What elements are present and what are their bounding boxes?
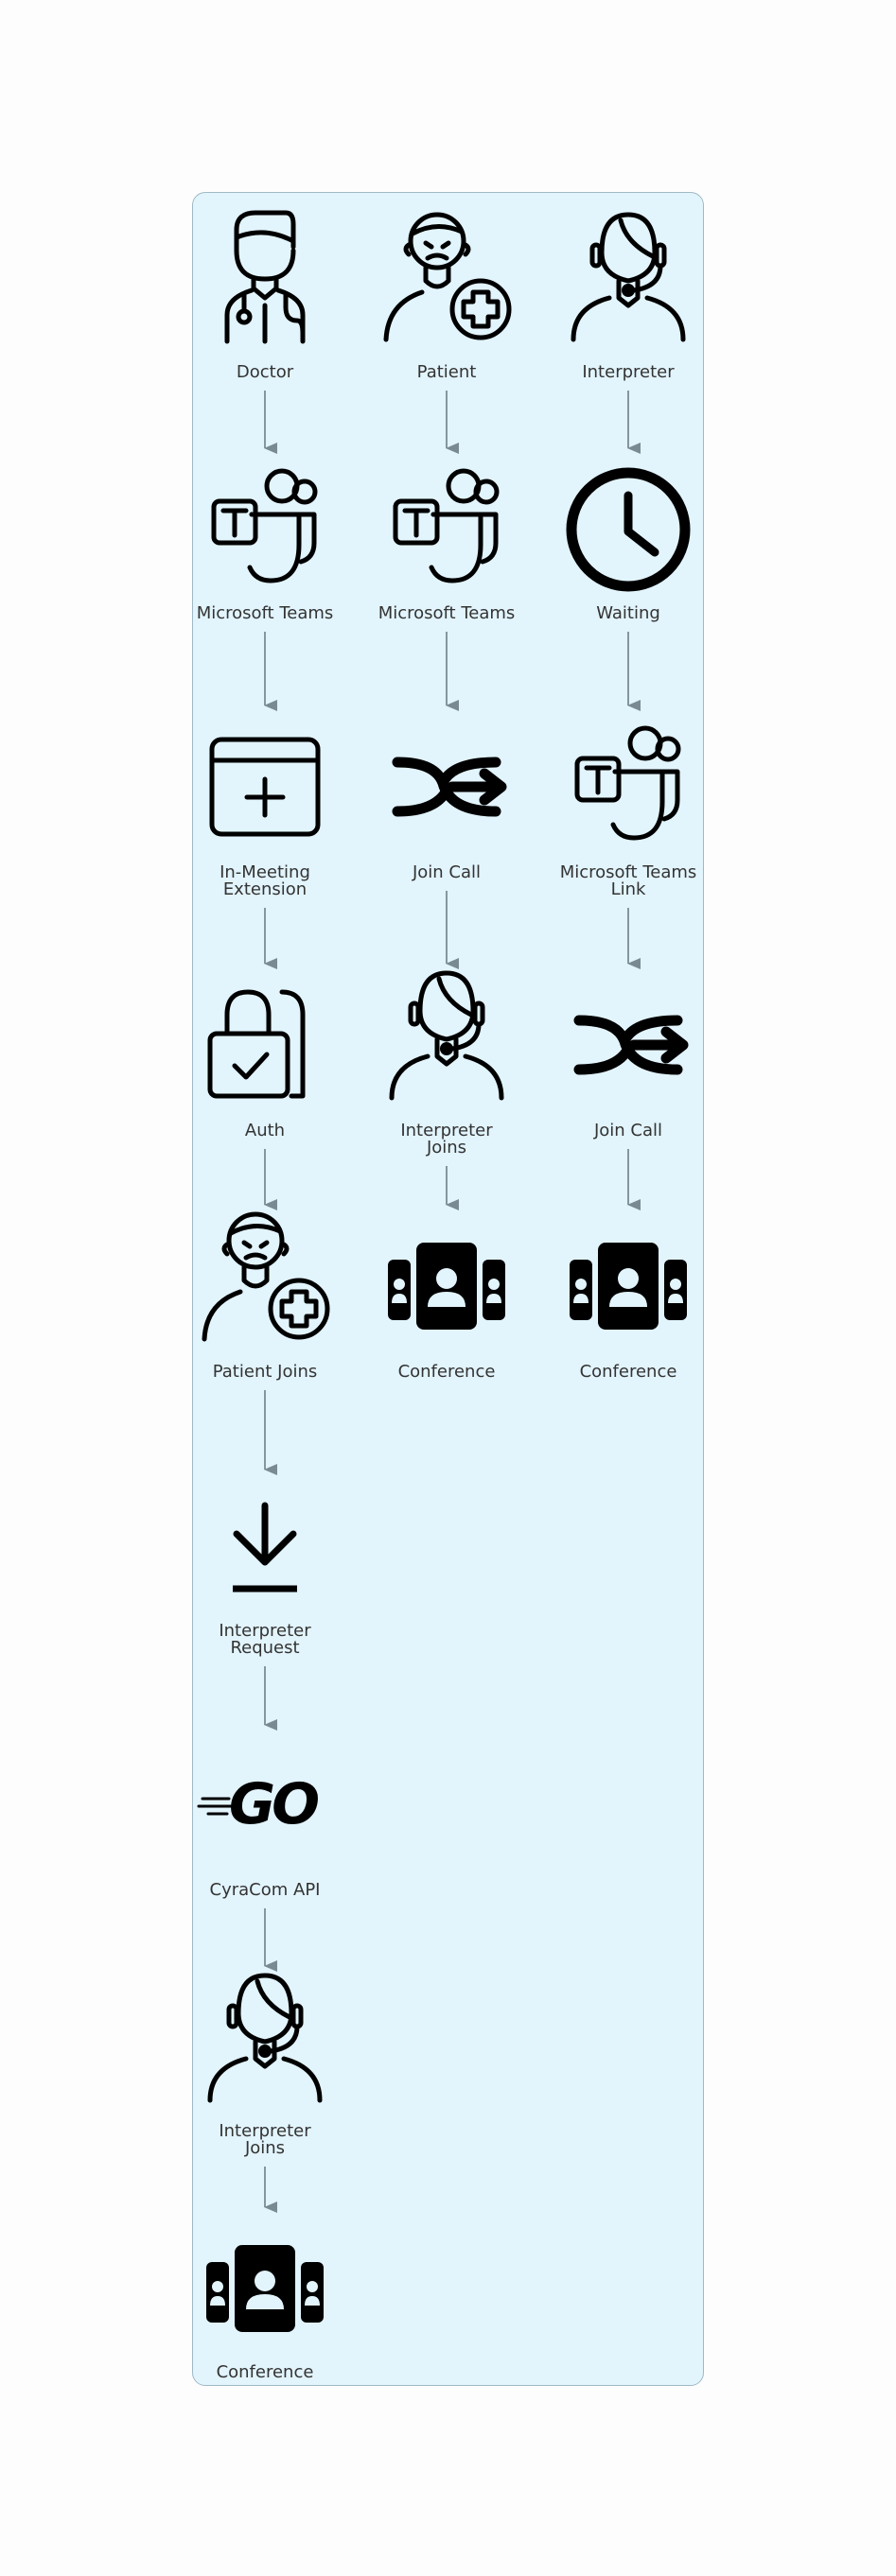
node-label: Interpreter — [400, 1121, 493, 1140]
node-label: Waiting — [596, 603, 660, 623]
merge-arrow-icon — [573, 1015, 689, 1075]
go-logo-icon: GO — [197, 1771, 322, 1837]
interpreter-icon — [389, 970, 504, 1101]
interpreter-icon — [207, 1973, 323, 2103]
node-waiting: Waiting — [566, 467, 691, 623]
conference-icon — [206, 2245, 324, 2332]
interpreter-icon — [571, 212, 686, 342]
add-window-icon — [209, 737, 321, 837]
microsoft-teams-icon — [574, 725, 681, 841]
conference-icon — [570, 1243, 687, 1330]
node-conf-1: Conference — [206, 2245, 324, 2382]
node-label: Interpreter — [219, 1621, 311, 1641]
node-doctor: Doctor — [224, 210, 306, 382]
node-label: Extension — [223, 879, 307, 899]
download-icon — [233, 1502, 297, 1593]
conference-icon — [388, 1243, 505, 1330]
node-label: Interpreter — [582, 362, 675, 382]
node-interpreter: Interpreter — [571, 212, 686, 382]
node-label: Doctor — [237, 362, 294, 382]
node-label: Auth — [245, 1121, 285, 1140]
svg-text:GO: GO — [229, 1771, 318, 1837]
patient-icon — [202, 1211, 330, 1342]
node-label: Microsoft Teams — [378, 603, 516, 623]
node-label: Microsoft Teams — [197, 603, 334, 623]
node-label: Conference — [580, 1362, 677, 1382]
node-label: Patient Joins — [213, 1362, 318, 1382]
node-label: Patient — [417, 362, 477, 382]
doctor-icon — [224, 210, 306, 344]
node-join-call-2: Join Call — [573, 1015, 689, 1140]
microsoft-teams-icon — [211, 468, 318, 583]
lock-check-icon — [207, 989, 306, 1099]
node-conf-3: Conference — [570, 1243, 687, 1382]
node-label: CyraCom API — [210, 1880, 321, 1900]
node-label: Request — [230, 1638, 299, 1658]
node-label: Join Call — [593, 1121, 662, 1140]
node-label: Join Call — [412, 862, 481, 882]
node-label: Conference — [398, 1362, 496, 1382]
merge-arrow-icon — [392, 757, 507, 817]
node-cyracom: GO CyraCom API — [197, 1771, 322, 1900]
patient-icon — [383, 212, 512, 342]
node-teams-1: Microsoft Teams — [197, 468, 334, 623]
node-label: Microsoft Teams — [560, 862, 697, 882]
node-patient-joins: Patient Joins — [202, 1211, 330, 1382]
microsoft-teams-icon — [393, 468, 500, 583]
node-label: Joins — [426, 1138, 466, 1157]
node-label: In-Meeting — [220, 862, 310, 882]
node-label: Interpreter — [219, 2121, 311, 2141]
node-auth: Auth — [207, 989, 306, 1140]
node-label: Conference — [217, 2362, 314, 2382]
node-patient: Patient — [383, 212, 512, 382]
node-join-call-1: Join Call — [392, 757, 507, 882]
node-conf-2: Conference — [388, 1243, 505, 1382]
node-label: Joins — [244, 2138, 285, 2158]
node-label: Link — [611, 879, 646, 899]
node-teams-2: Microsoft Teams — [378, 468, 516, 623]
clock-icon — [566, 467, 691, 592]
